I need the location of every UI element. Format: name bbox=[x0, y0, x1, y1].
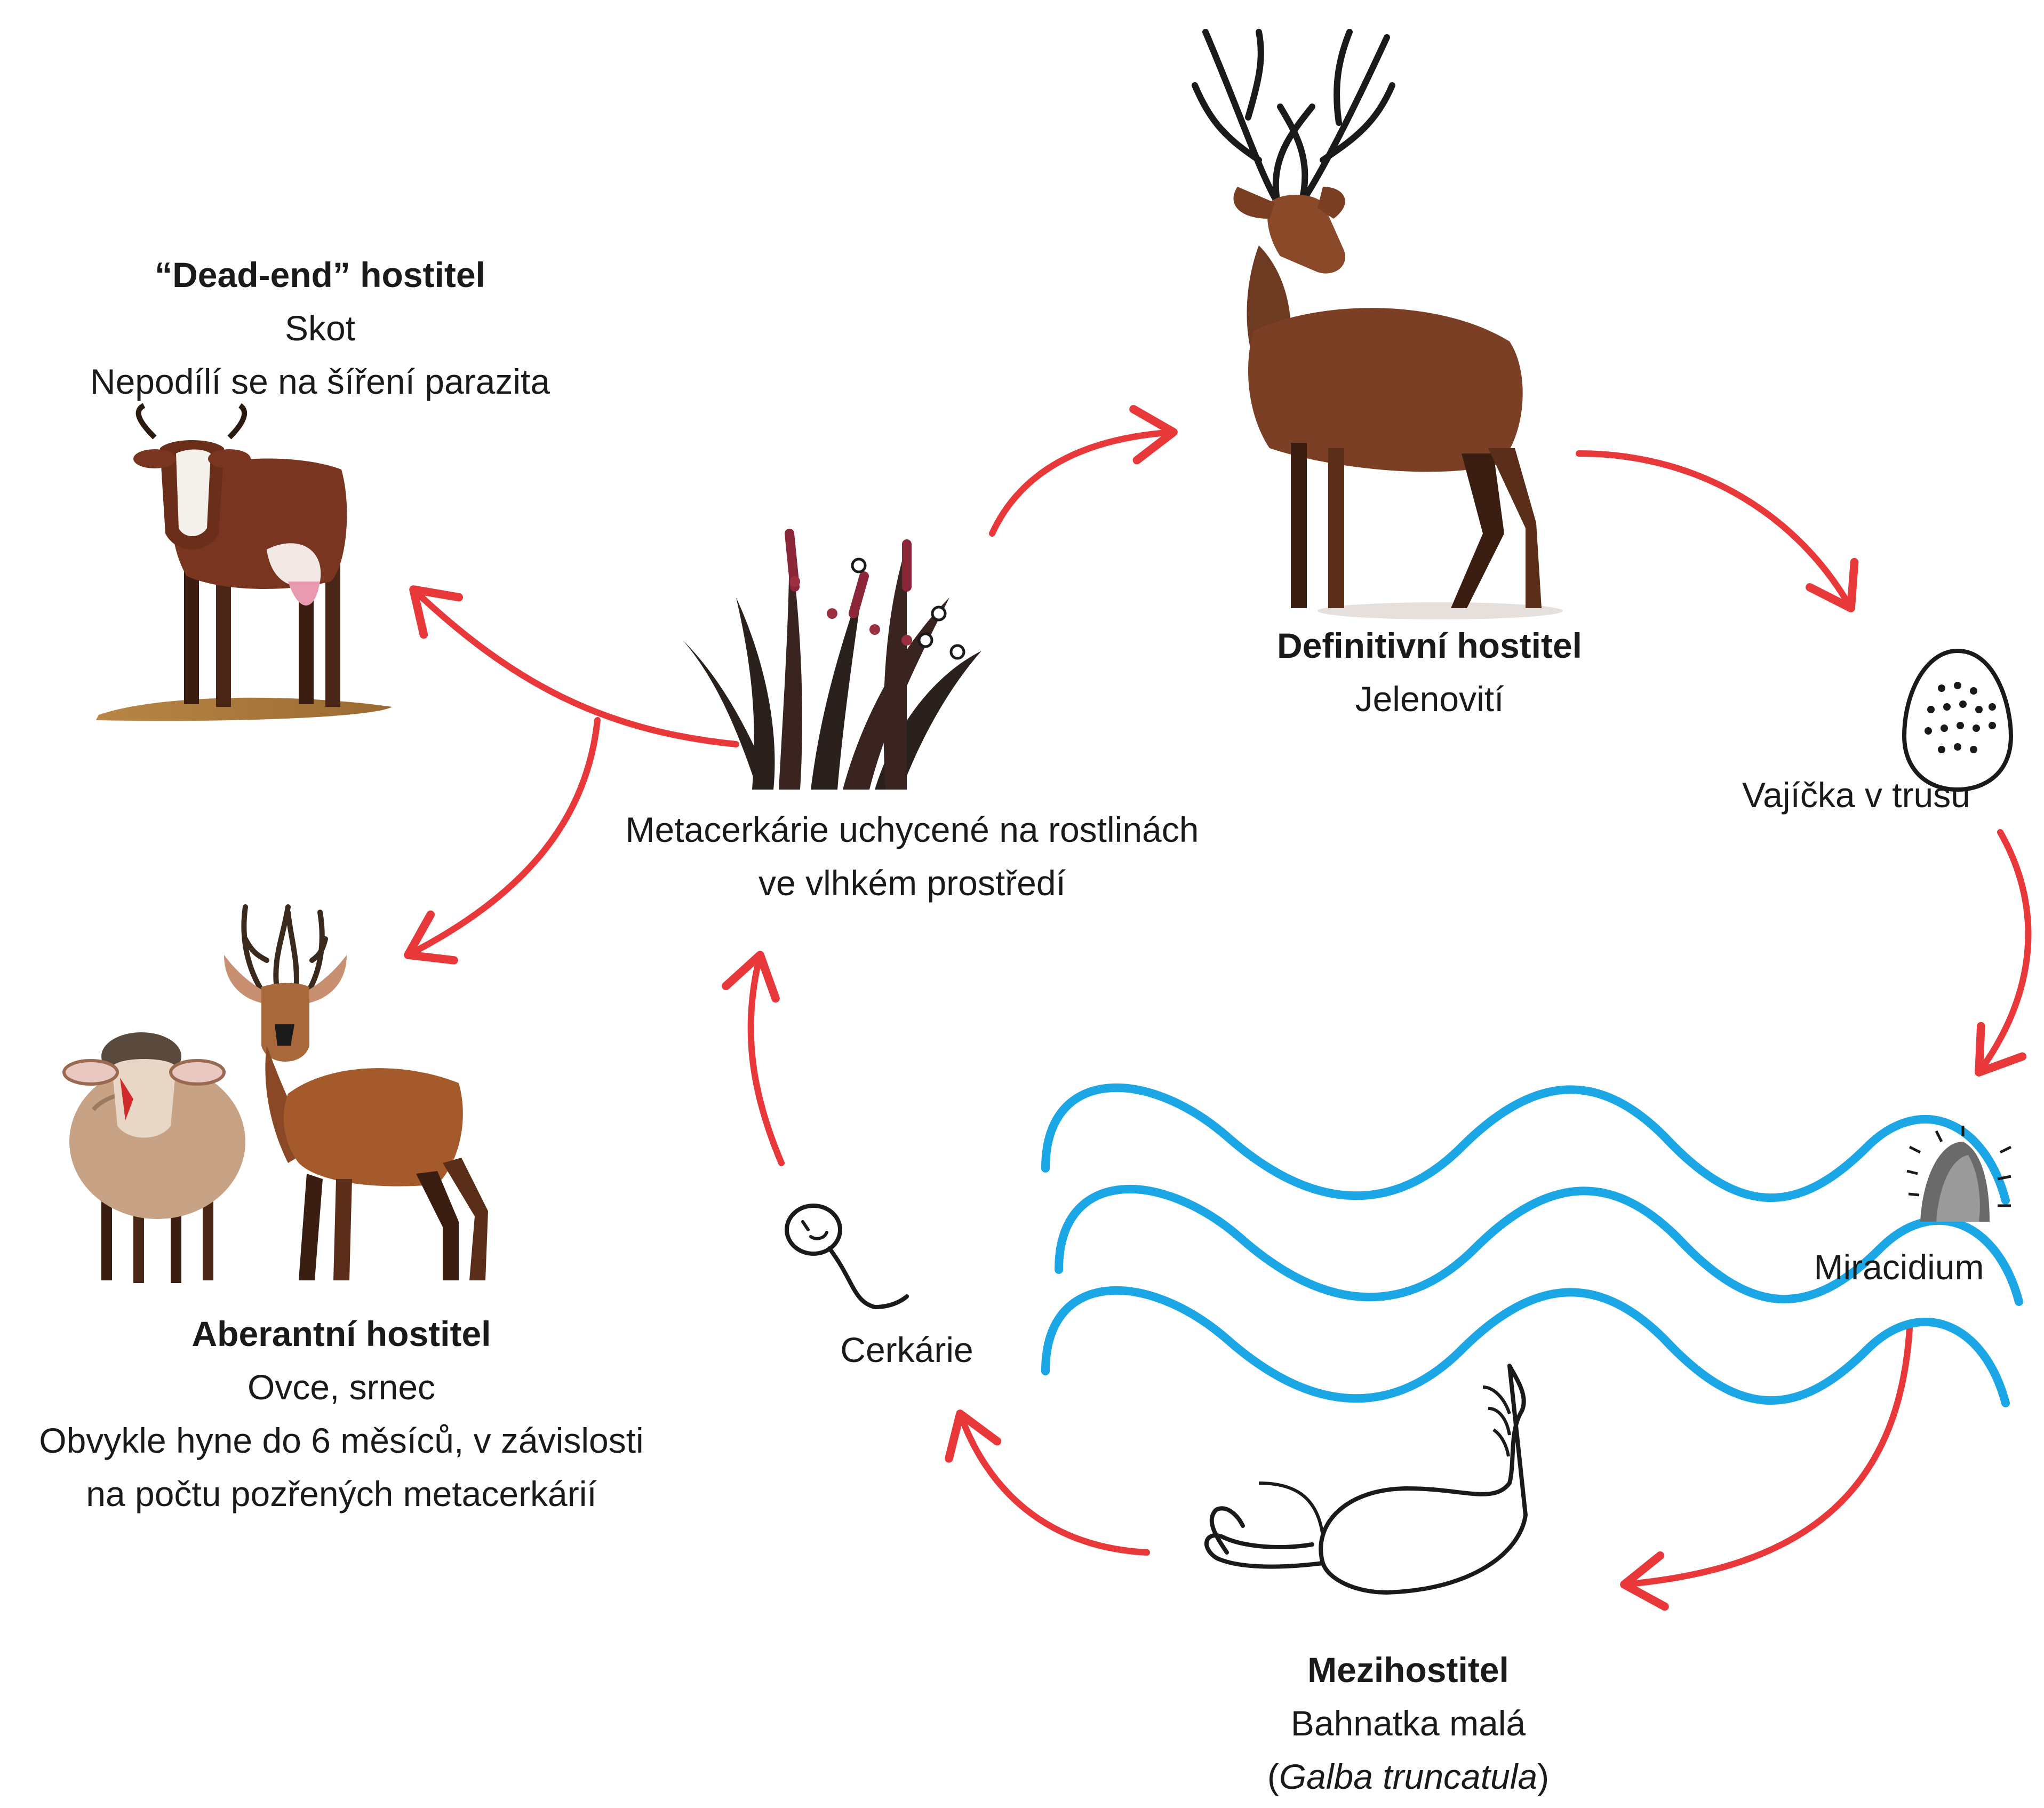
intermediate-host-latin: (Galba truncatula) bbox=[1163, 1750, 1654, 1803]
dead-end-host-title: “Dead-end” hostitel bbox=[21, 248, 619, 301]
arrow-grass-to-cow bbox=[413, 590, 736, 744]
roe-deer-illustration bbox=[224, 907, 488, 1280]
intermediate-host-species: Bahnatka malá bbox=[1163, 1697, 1654, 1750]
aberrant-host-species: Ovce, srnec bbox=[0, 1360, 683, 1414]
cercaria-icon bbox=[787, 1206, 907, 1307]
definitive-host-species: Jelenovití bbox=[1184, 672, 1675, 726]
arrow-snail-to-cercaria bbox=[960, 1414, 1147, 1552]
eggs-label: Vajíčka v trusu bbox=[1664, 768, 2044, 822]
arrow-miracidium-to-snail bbox=[1624, 1328, 1910, 1584]
metacercariae-line-2: ve vlhkém prostředí bbox=[560, 856, 1264, 910]
arrow-red-deer-to-eggs bbox=[1579, 453, 1851, 608]
aberrant-host-title: Aberantní hostitel bbox=[0, 1307, 683, 1360]
dead-end-host-note: Nepodílí se na šíření parazita bbox=[21, 355, 619, 408]
miracidium-label: Miracidium bbox=[1755, 1240, 2043, 1294]
dead-end-host-species: Skot bbox=[21, 301, 619, 355]
cow-illustration bbox=[96, 405, 392, 721]
cercariae-label: Cerkárie bbox=[773, 1323, 1040, 1376]
aberrant-host-note-2: na počtu pozřených metacerkárií bbox=[0, 1467, 683, 1520]
red-deer-illustration bbox=[1195, 32, 1563, 619]
aberrant-host-note-1: Obvykle hyne do 6 měsíců, v závislosti bbox=[0, 1414, 683, 1467]
arrow-eggs-to-miracidium bbox=[1979, 832, 2028, 1072]
intermediate-host-title: Mezihostitel bbox=[1163, 1643, 1654, 1697]
definitive-host-title: Definitivní hostitel bbox=[1184, 619, 1675, 672]
arrow-grass-to-red-deer bbox=[992, 432, 1173, 533]
dead-end-host-label: “Dead-end” hostitel Skot Nepodílí se na … bbox=[21, 248, 619, 408]
metacercariae-line-1: Metacerkárie uchycené na rostlinách bbox=[560, 803, 1264, 856]
aberrant-host-label: Aberantní hostitel Ovce, srnec Obvykle h… bbox=[0, 1307, 683, 1520]
sheep-illustration bbox=[64, 1032, 245, 1283]
arrow-cercaria-to-grass bbox=[751, 955, 781, 1163]
intermediate-host-label: Mezihostitel Bahnatka malá (Galba trunca… bbox=[1163, 1643, 1654, 1803]
metacercariae-label: Metacerkárie uchycené na rostlinách ve v… bbox=[560, 803, 1264, 910]
grass-plant-illustration bbox=[683, 533, 981, 790]
definitive-host-label: Definitivní hostitel Jelenovití bbox=[1184, 619, 1675, 726]
